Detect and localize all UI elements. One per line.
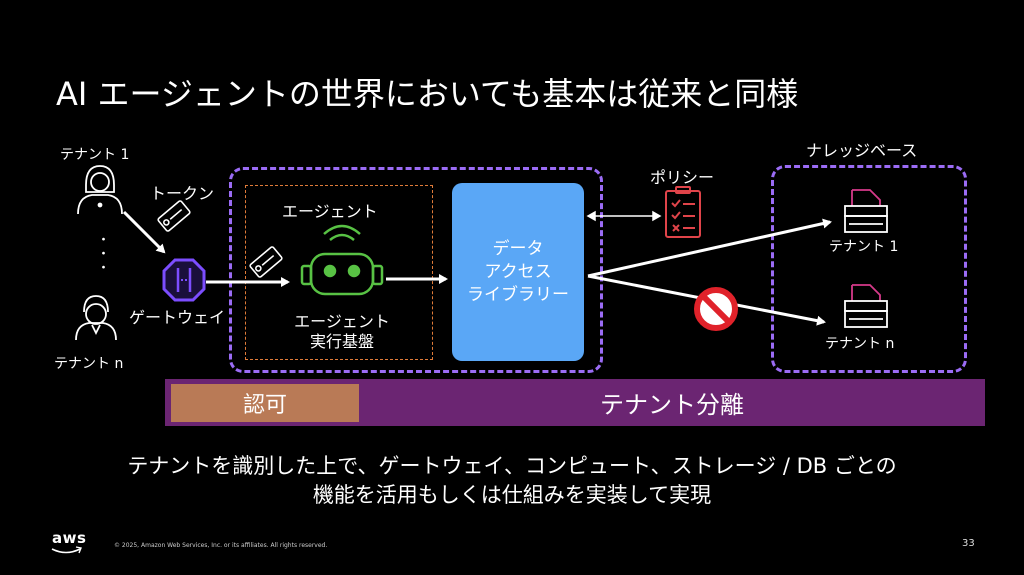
token-tag-icon xyxy=(157,200,191,232)
library-line-1: データ xyxy=(492,238,544,259)
aws-smile-icon xyxy=(51,548,81,554)
agent-runtime-label: エージェント 実行基盤 xyxy=(294,312,390,351)
policy-label: ポリシー xyxy=(650,168,715,187)
arrow-tenant-to-gateway xyxy=(122,210,166,254)
page-number: 33 xyxy=(962,538,975,549)
data-access-library: データ アクセス ライブラリー xyxy=(452,183,584,361)
library-line-3: ライブラリー xyxy=(467,284,569,305)
authorization-label: 認可 xyxy=(171,384,359,422)
knowledge-base-boundary xyxy=(771,165,967,373)
library-line-2: アクセス xyxy=(484,261,552,282)
token-tag-icon-2 xyxy=(249,246,283,278)
aws-logo: aws xyxy=(52,529,87,547)
tenant-ellipsis: ・ ・ ・ xyxy=(97,233,111,276)
page-title: AI エージェントの世界においても基本は従来と同様 xyxy=(56,75,799,113)
tenant-n-label: テナント n xyxy=(54,356,124,372)
gateway-icon xyxy=(162,258,206,302)
deny-icon xyxy=(694,287,738,331)
token-label: トークン xyxy=(150,184,215,203)
tenant-isolation-label: テナント分離 xyxy=(600,391,744,419)
tenant-isolation-boundary xyxy=(229,167,603,373)
agent-robot-icon xyxy=(300,224,384,296)
summary-line-1: テナントを識別した上で、ゲートウェイ、コンピュート、ストレージ / DB ごとの xyxy=(127,454,897,478)
agent-runtime-box xyxy=(245,185,433,360)
kb-tenant-1-icon xyxy=(844,189,888,233)
knowledge-base-title: ナレッジベース xyxy=(806,141,918,160)
kb-tenant-n-icon xyxy=(844,284,888,328)
tenant-n-user-icon xyxy=(75,295,117,341)
kb-tenant-1-label: テナント 1 xyxy=(829,239,899,255)
copyright-text: © 2025, Amazon Web Services, Inc. or its… xyxy=(114,542,328,549)
policy-checklist-icon xyxy=(665,186,701,238)
kb-tenant-n-label: テナント n xyxy=(825,336,895,352)
agent-title: エージェント xyxy=(282,202,378,221)
summary-line-2: 機能を活用もしくは仕組みを実装して実現 xyxy=(312,483,712,507)
tenant-1-user-icon xyxy=(77,165,123,215)
arrow-library-policy xyxy=(586,210,662,222)
arrow-library-to-kb-tenant-1 xyxy=(587,218,832,278)
gateway-label: ゲートウェイ xyxy=(129,308,226,327)
tenant-1-label: テナント 1 xyxy=(60,147,130,163)
